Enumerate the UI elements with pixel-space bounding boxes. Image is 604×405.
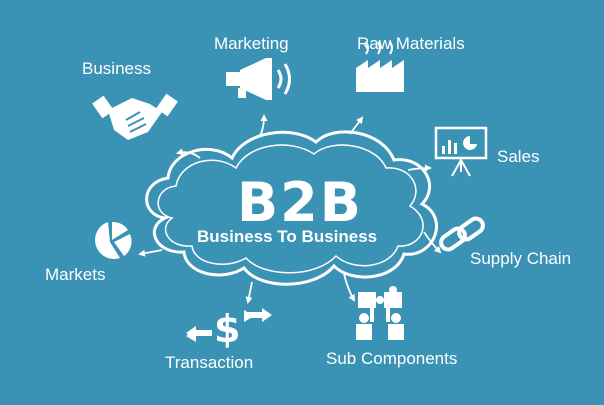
pie-chart-icon xyxy=(95,221,132,259)
arrow-to-business xyxy=(176,148,201,159)
arrow-to-marketing xyxy=(259,114,268,137)
label-transaction: Transaction xyxy=(165,353,254,372)
label-markets: Markets xyxy=(45,265,106,284)
label-marketing: Marketing xyxy=(214,34,289,53)
label-raw-materials: Raw Materials xyxy=(357,34,465,53)
dollar-exchange-icon: $ xyxy=(186,307,272,351)
label-sales: Sales xyxy=(497,147,540,166)
handshake-icon xyxy=(92,93,178,140)
center-cloud-outer xyxy=(145,130,439,286)
arrow-to-raw-materials xyxy=(349,116,364,135)
arrow-to-supply-chain xyxy=(423,231,442,254)
arrow-to-sales xyxy=(407,164,432,172)
factory-icon xyxy=(356,41,404,92)
puzzle-people-icon xyxy=(356,286,404,340)
label-business: Business xyxy=(82,59,151,78)
arrow-to-transaction xyxy=(245,281,253,304)
megaphone-icon xyxy=(226,58,291,100)
center-cloud-inner xyxy=(157,144,424,274)
presentation-chart-icon xyxy=(434,126,488,177)
arrow-to-sub-components xyxy=(343,273,356,302)
svg-text:$: $ xyxy=(214,307,240,351)
center-subtitle: Business To Business xyxy=(197,227,378,246)
center-title: B2B xyxy=(237,171,363,234)
chain-link-icon xyxy=(439,216,485,252)
arrow-to-markets xyxy=(138,249,163,257)
label-sub-components: Sub Components xyxy=(326,349,458,368)
label-supply-chain: Supply Chain xyxy=(470,249,572,268)
